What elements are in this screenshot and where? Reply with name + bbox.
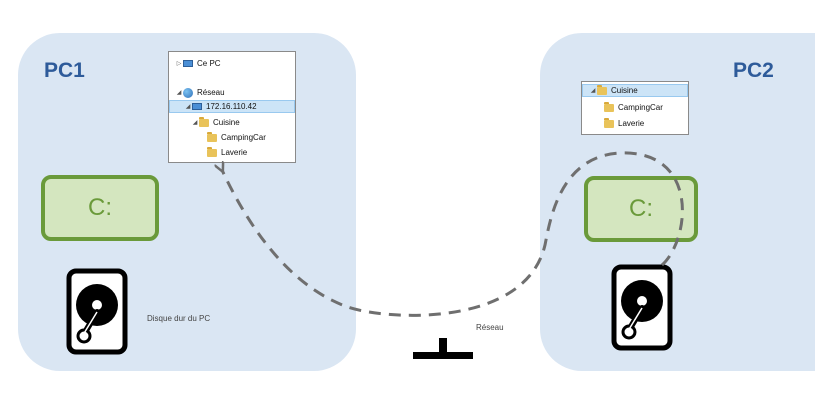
hard-disk-icon (611, 264, 673, 351)
computer-icon (183, 60, 193, 67)
expand-arrow-icon[interactable]: ▷ (176, 61, 182, 67)
tree-item-cuisine[interactable]: ◢ Cuisine (191, 116, 240, 129)
tree-item-label: CampingCar (221, 133, 266, 142)
tree-item-reseau[interactable]: ◢ Réseau (175, 86, 225, 99)
collapse-arrow-icon[interactable]: ◢ (185, 104, 191, 110)
tree-item-label: Cuisine (611, 86, 638, 95)
folder-icon (207, 146, 217, 157)
tree-item-cuisine[interactable]: ◢ Cuisine (582, 84, 688, 97)
folder-icon (604, 117, 614, 128)
hard-disk-caption: Disque dur du PC (147, 314, 211, 323)
network-connector-icon (413, 338, 473, 359)
pc2-title: PC2 (733, 59, 774, 82)
tree-item-label: 172.16.110.42 (206, 102, 257, 111)
tree-item-campingcar[interactable]: CampingCar (604, 101, 663, 114)
tree-item-label: Réseau (197, 88, 225, 97)
folder-icon (207, 131, 217, 142)
tree-item-laverie[interactable]: Laverie (604, 117, 644, 130)
pc1-explorer-tree: ▷ Ce PC ◢ Réseau ◢ 172.16.110.42 ◢ Cuisi… (168, 51, 296, 163)
collapse-arrow-icon[interactable]: ◢ (192, 120, 198, 126)
hard-disk-icon (66, 268, 128, 355)
pc1-drive-c: C: (41, 175, 159, 241)
shared-folder-icon (199, 116, 209, 127)
tree-item-ip-address[interactable]: ◢ 172.16.110.42 (169, 100, 295, 113)
pc2-drive-label: C: (629, 195, 653, 222)
collapse-arrow-icon[interactable]: ◢ (176, 90, 182, 96)
folder-icon (604, 101, 614, 112)
folder-icon (597, 84, 607, 95)
computer-icon (192, 103, 202, 110)
tree-item-campingcar[interactable]: CampingCar (207, 131, 266, 144)
tree-item-label: Ce PC (197, 59, 221, 68)
collapse-arrow-icon[interactable]: ◢ (590, 88, 596, 94)
tree-item-label: Cuisine (213, 118, 240, 127)
tree-item-label: Laverie (221, 148, 248, 157)
tree-item-label: Laverie (618, 119, 645, 128)
network-icon (183, 87, 193, 98)
tree-item-laverie[interactable]: Laverie (207, 146, 247, 159)
pc1-drive-label: C: (88, 194, 112, 221)
tree-item-ce-pc[interactable]: ▷ Ce PC (175, 57, 221, 70)
network-label: Réseau (476, 323, 504, 332)
pc2-explorer-tree: ◢ Cuisine CampingCar Laverie (581, 81, 689, 135)
pc1-title: PC1 (44, 59, 85, 82)
pc2-drive-c: C: (584, 176, 698, 242)
tree-item-label: CampingCar (618, 103, 663, 112)
